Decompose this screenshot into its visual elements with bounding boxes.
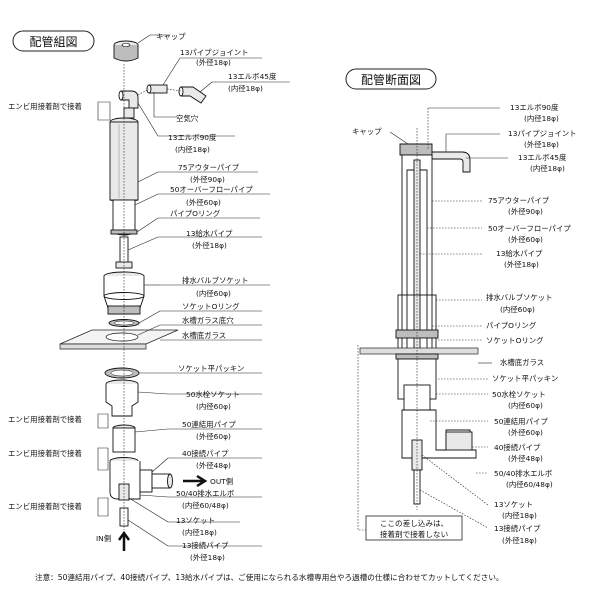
s-label-tank-glass: 水槽底ガラス <box>500 358 544 367</box>
callout-line1: ここの差し込みは、 <box>380 518 448 528</box>
section-callout: ここの差し込みは、 接着剤で接着しない <box>365 515 463 541</box>
label-socket-oring: ソケットOリング <box>182 302 240 311</box>
label-supply13: 13給水パイプ <box>186 229 233 238</box>
label-in-side: IN側 <box>96 534 111 543</box>
label-cap: キャップ <box>156 32 186 41</box>
callout-line2: 接着剤で接着しない <box>380 529 448 539</box>
label-conn40-spec: (外径48φ) <box>196 461 231 470</box>
s-label-joint13: 13パイプジョイント <box>508 129 577 138</box>
s-label-elbow90: 13エルボ90度 <box>510 103 559 112</box>
label-overflow50: 50オーバーフローパイプ <box>170 185 253 194</box>
s-label-socket13: 13ソケット <box>494 500 533 509</box>
tank-glass-part <box>59 329 179 350</box>
s-label-faucet50: 50水栓ソケット <box>492 390 546 399</box>
label-drain-socket-spec: (内径60φ) <box>196 289 231 298</box>
in-arrow-icon <box>117 530 131 551</box>
s-label-cap: キャップ <box>352 127 382 136</box>
s-label-drain-elbow-spec: (内径60/48φ) <box>506 480 553 489</box>
label-joint13: 13パイプジョイント <box>180 48 249 57</box>
label-conn40: 40接続パイプ <box>182 449 229 458</box>
label-outer75: 75アウターパイプ <box>178 163 240 172</box>
label-socket13-spec: (内径18φ) <box>182 528 217 537</box>
s-label-elbow45: 13エルボ45度 <box>518 153 567 162</box>
s-label-overflow50-spec: (外径60φ) <box>508 235 543 244</box>
label-elbow90: 13エルボ90度 <box>168 133 217 142</box>
elbow90-part <box>118 90 139 109</box>
label-socket13: 13ソケット <box>176 516 215 525</box>
s-label-outer75-spec: (外径90φ) <box>508 207 543 216</box>
label-elbow45: 13エルボ45度 <box>228 72 277 81</box>
s-label-conn50: 50連結用パイプ <box>494 417 548 426</box>
label-adhesive-1: エンビ用接着剤で接着 <box>8 102 82 111</box>
label-pipe-oring: パイプOリング <box>170 209 221 218</box>
s-label-faucet50-spec: (内径60φ) <box>508 401 543 410</box>
label-outer75-spec: (外径90φ) <box>190 175 225 184</box>
section-title: 配管断面図 <box>345 68 437 90</box>
label-out-side: OUT側 <box>210 477 233 486</box>
s-label-socket13-spec: (内径18φ) <box>502 511 537 520</box>
pipe-joint-part <box>146 84 168 94</box>
label-drain-socket: 排水バルブソケット <box>182 276 249 285</box>
label-joint13-spec: (外径18φ) <box>196 58 231 67</box>
s-label-drain-socket: 排水バルブソケット <box>486 293 553 302</box>
label-conn13: 13接続パイプ <box>182 541 229 550</box>
s-label-drain-socket-spec: (内径60φ) <box>500 305 535 314</box>
s-label-elbow90-spec: (内径18φ) <box>524 114 559 123</box>
assembly-title-text: 配管組図 <box>29 34 77 49</box>
s-label-elbow45-spec: (内径18φ) <box>530 164 565 173</box>
s-label-socket-packing: ソケット平パッキン <box>492 374 558 383</box>
s-label-pipe-oring: パイプOリング <box>486 321 537 330</box>
conn50-part <box>112 424 136 453</box>
s-label-conn13-spec: (外径18φ) <box>502 536 537 545</box>
out-arrow-icon <box>183 474 208 488</box>
label-elbow90-spec: (内径18φ) <box>175 145 210 154</box>
label-supply13-spec: (外径18φ) <box>192 241 227 250</box>
label-socket-packing: ソケット平パッキン <box>178 364 244 373</box>
elbow45-part <box>178 86 207 104</box>
label-overflow50-spec: (外径60φ) <box>186 198 221 207</box>
label-drain-elbow-spec: (内径60/48φ) <box>182 501 229 510</box>
label-faucet50: 50水栓ソケット <box>186 390 240 399</box>
section-parts <box>359 143 479 505</box>
faucet-socket-part <box>105 379 139 417</box>
label-adhesive-4: エンビ用接着剤で接着 <box>8 502 82 511</box>
label-elbow45-spec: (内径18φ) <box>228 84 263 93</box>
label-faucet50-spec: (内径60φ) <box>196 402 231 411</box>
s-label-conn40-spec: (外径48φ) <box>508 454 543 463</box>
s-label-overflow50: 50オーバーフローパイプ <box>488 224 571 233</box>
section-title-text: 配管断面図 <box>361 72 421 87</box>
label-adhesive-2: エンビ用接着剤で接着 <box>8 415 82 424</box>
s-label-conn50-spec: (外径60φ) <box>508 428 543 437</box>
section-labels: キャップ 13エルボ90度 (内径18φ) 13パイプジョイント (外径18φ)… <box>352 103 577 545</box>
label-adhesive-3: エンビ用接着剤で接着 <box>8 449 82 458</box>
s-label-socket-oring: ソケットOリング <box>486 336 544 345</box>
s-label-supply13-spec: (外径18φ) <box>504 260 539 269</box>
s-label-conn40: 40接続パイプ <box>494 443 541 452</box>
s-label-drain-elbow: 50/40排水エルボ <box>494 469 553 478</box>
assembly-title: 配管組図 <box>12 30 95 52</box>
label-tank-glass: 水槽底ガラス <box>182 331 226 340</box>
label-conn50: 50連結用パイプ <box>182 420 236 429</box>
label-conn13-spec: (外径18φ) <box>190 553 225 562</box>
label-tank-hole: 水槽ガラス底穴 <box>182 316 234 325</box>
cap-part <box>113 40 139 62</box>
s-label-supply13: 13給水パイプ <box>496 249 543 258</box>
label-air-hole: 空気穴 <box>176 114 199 123</box>
s-label-outer75: 75アウターパイプ <box>488 196 550 205</box>
label-drain-elbow: 50/40排水エルボ <box>176 489 235 498</box>
label-conn50-spec: (外径60φ) <box>196 432 231 441</box>
s-label-joint13-spec: (外径18φ) <box>524 140 559 149</box>
assembly-labels: キャップ 13パイプジョイント (外径18φ) 13エルボ45度 (内径18φ)… <box>8 32 290 562</box>
s-label-conn13: 13接続パイプ <box>494 524 541 533</box>
footer-note: 注意：50連結用パイプ、40接続パイプ、13給水パイプは、ご使用になられる水槽専… <box>35 572 504 582</box>
